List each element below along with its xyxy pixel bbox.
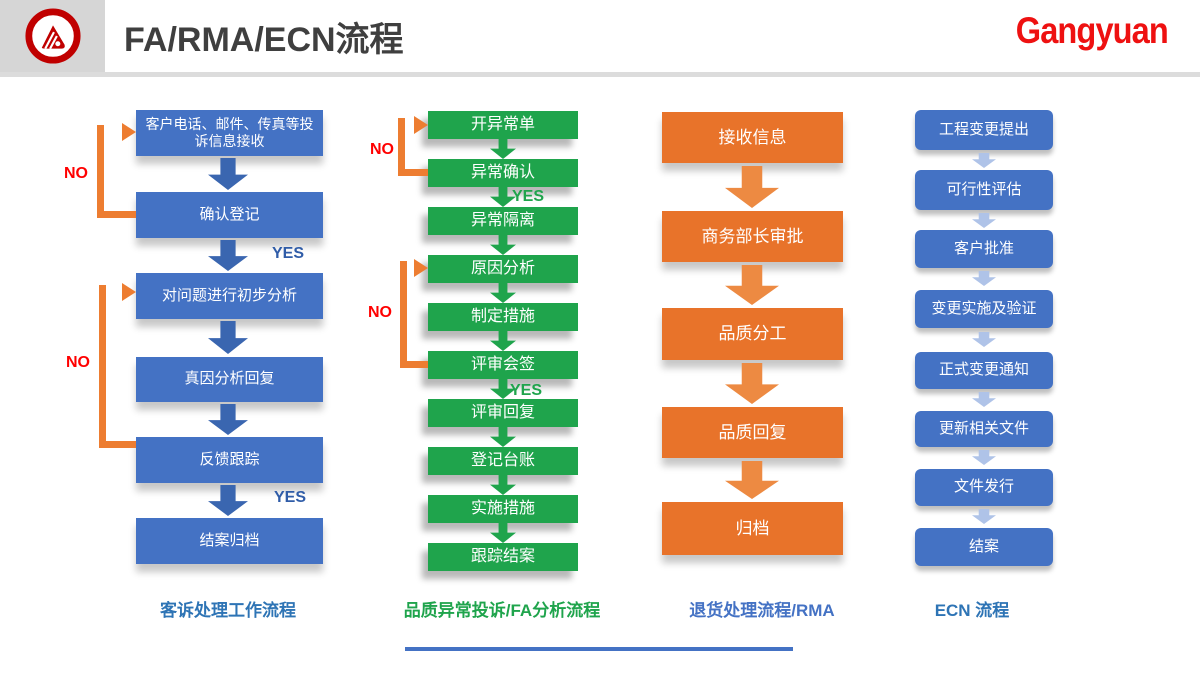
yes-label: YES: [510, 382, 543, 399]
flow-step: 结案: [915, 528, 1053, 566]
down-arrow-icon: [972, 271, 996, 286]
column-caption: 客诉处理工作流程: [160, 601, 296, 620]
down-arrow-icon: [972, 450, 996, 465]
flow-step: 评审回复: [428, 399, 578, 427]
feedback-arrow-segment: [99, 285, 106, 448]
flow-step: 可行性评估: [915, 170, 1053, 210]
feedback-arrow-segment: [97, 125, 104, 218]
down-arrow-icon: [725, 166, 779, 208]
flow-step: 更新相关文件: [915, 411, 1053, 447]
flow-step: 异常隔离: [428, 207, 578, 235]
down-arrow-icon: [490, 427, 516, 447]
feedback-arrowhead-icon: [122, 123, 136, 141]
flow-step: 异常确认: [428, 159, 578, 187]
feedback-arrowhead-icon: [122, 283, 136, 301]
down-arrow-icon: [725, 265, 779, 305]
down-arrow-icon: [972, 392, 996, 407]
down-arrow-icon: [208, 404, 248, 435]
down-arrow-icon: [972, 213, 996, 228]
down-arrow-icon: [208, 321, 248, 354]
brand-logotype: Gangyuan: [1015, 10, 1169, 51]
no-label: NO: [66, 354, 90, 371]
flow-step: 开异常单: [428, 111, 578, 139]
feedback-arrowhead-icon: [414, 259, 428, 277]
down-arrow-icon: [208, 240, 248, 271]
flow-step: 登记台账: [428, 447, 578, 475]
feedback-arrow-segment: [398, 169, 428, 176]
header-divider: [0, 72, 1200, 77]
logo-container: [0, 0, 105, 72]
flow-step: 结案归档: [136, 518, 323, 564]
flow-step: 品质分工: [662, 308, 843, 360]
down-arrow-icon: [490, 475, 516, 495]
down-arrow-icon: [725, 363, 779, 404]
flow-step: 跟踪结案: [428, 543, 578, 571]
flow-step: 反馈跟踪: [136, 437, 323, 483]
down-arrow-icon: [208, 158, 248, 190]
column-caption: 品质异常投诉/FA分析流程: [403, 601, 601, 620]
flow-step: 接收信息: [662, 112, 843, 163]
flow-step: 文件发行: [915, 469, 1053, 506]
no-label: NO: [368, 304, 392, 321]
column-caption: ECN 流程: [934, 601, 1010, 620]
gangyuan-logo-icon: [24, 8, 81, 64]
flow-step: 客户电话、邮件、传真等投诉信息接收: [136, 110, 323, 156]
flow-step: 真因分析回复: [136, 357, 323, 402]
flow-step: 归档: [662, 502, 843, 555]
down-arrow-icon: [490, 523, 516, 543]
yes-label: YES: [272, 245, 305, 262]
flow-step: 变更实施及验证: [915, 290, 1053, 328]
down-arrow-icon: [490, 331, 516, 351]
down-arrow-icon: [972, 153, 996, 168]
feedback-arrow-segment: [99, 441, 136, 448]
flow-step: 品质回复: [662, 407, 843, 458]
flow-step: 客户批准: [915, 230, 1053, 268]
down-arrow-icon: [972, 332, 996, 347]
down-arrow-icon: [490, 235, 516, 255]
flow-step: 评审会签: [428, 351, 578, 379]
flow-step: 商务部长审批: [662, 211, 843, 262]
flow-step: 实施措施: [428, 495, 578, 523]
feedback-arrow-segment: [398, 118, 405, 176]
feedback-arrow-segment: [400, 361, 428, 368]
feedback-arrowhead-icon: [414, 116, 428, 134]
flow-step: 确认登记: [136, 192, 323, 238]
column-caption: 退货处理流程/RMA: [689, 601, 835, 620]
flow-step: 工程变更提出: [915, 110, 1053, 150]
no-label: NO: [370, 141, 394, 158]
flow-step: 制定措施: [428, 303, 578, 331]
bottom-accent-line: [405, 647, 793, 651]
yes-label: YES: [512, 188, 545, 205]
flow-step: 正式变更通知: [915, 352, 1053, 389]
page-title: FA/RMA/ECN流程: [124, 21, 404, 59]
feedback-arrow-segment: [97, 211, 136, 218]
down-arrow-icon: [972, 509, 996, 524]
flow-step: 对问题进行初步分析: [136, 273, 323, 319]
down-arrow-icon: [208, 485, 248, 516]
down-arrow-icon: [490, 139, 516, 159]
flow-step: 原因分析: [428, 255, 578, 283]
yes-label: YES: [274, 489, 307, 506]
feedback-arrow-segment: [400, 261, 407, 368]
no-label: NO: [64, 165, 88, 182]
down-arrow-icon: [725, 461, 779, 499]
down-arrow-icon: [490, 283, 516, 303]
